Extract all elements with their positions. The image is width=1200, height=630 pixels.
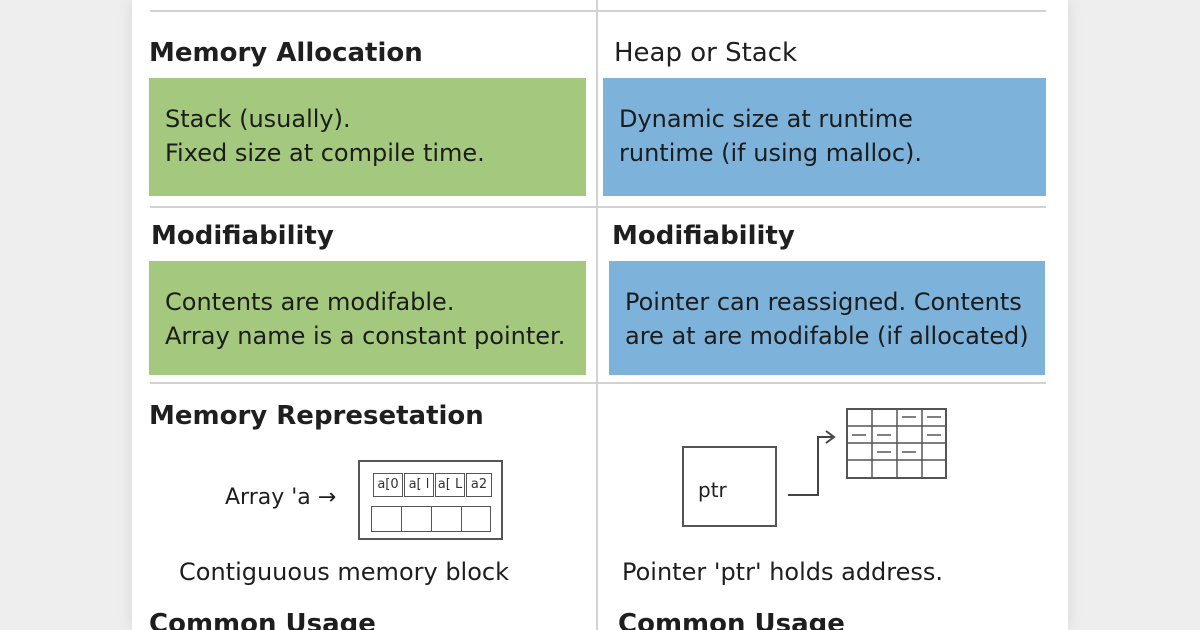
allocation-pointer-box: Dynamic size at runtime runtime (if usin… <box>603 78 1046 196</box>
divider-top <box>150 10 1046 12</box>
ptr-label: ptr <box>698 478 727 502</box>
array-block-2 <box>431 506 462 532</box>
array-block-0 <box>371 506 402 532</box>
usage-heading-left: Common Usage <box>149 609 376 630</box>
array-cell-1: a[ l <box>404 473 434 497</box>
allocation-heading-right: Heap or Stack <box>614 38 798 68</box>
modifiability-array-line-2: Array name is a constant pointer. <box>165 322 566 350</box>
array-caption: Contiguuous memory block <box>179 558 509 586</box>
modifiability-pointer-box: Pointer can reassigned. Contents are at … <box>609 261 1045 375</box>
allocation-pointer-line-1: Dynamic size at runtime <box>619 105 913 133</box>
array-cell-3: a2 <box>466 473 492 497</box>
divider-column <box>596 0 598 630</box>
representation-heading: Memory Represetation <box>149 401 484 431</box>
divider-row-2 <box>150 382 1046 384</box>
modifiability-heading-left: Modifiability <box>151 221 334 251</box>
pointer-arrow-icon <box>788 430 836 496</box>
array-cell-0: a[0 <box>373 473 403 497</box>
array-block-3 <box>461 506 491 532</box>
allocation-heading-left: Memory Allocation <box>149 38 423 68</box>
comparison-sheet: Memory Allocation Heap or Stack Stack (u… <box>132 0 1068 630</box>
allocation-array-line-1: Stack (usually). <box>165 105 351 133</box>
modifiability-pointer-line-2: are at are modifable (if allocated) <box>625 322 1029 350</box>
modifiability-pointer-line-1: Pointer can reassigned. Contents <box>625 288 1022 316</box>
modifiability-array-line-1: Contents are modifable. <box>165 288 455 316</box>
array-label: Array 'a → <box>225 485 337 510</box>
array-block-1 <box>401 506 432 532</box>
memory-array-diagram: a[0 a[ l a[ L a2 <box>358 460 503 540</box>
array-cell-2: a[ L <box>435 473 465 497</box>
divider-row-1 <box>150 206 1046 208</box>
modifiability-heading-right: Modifiability <box>612 221 795 251</box>
pointer-caption: Pointer 'ptr' holds address. <box>622 558 944 586</box>
ptr-box: ptr <box>682 446 777 527</box>
usage-heading-right: Common Usage <box>618 609 845 630</box>
allocation-array-line-2: Fixed size at compile time. <box>165 139 485 167</box>
allocation-array-box: Stack (usually). Fixed size at compile t… <box>149 78 586 196</box>
allocation-pointer-line-2: runtime (if using malloc). <box>619 139 922 167</box>
modifiability-array-box: Contents are modifable. Array name is a … <box>149 261 586 375</box>
heap-grid-icon <box>846 408 947 479</box>
